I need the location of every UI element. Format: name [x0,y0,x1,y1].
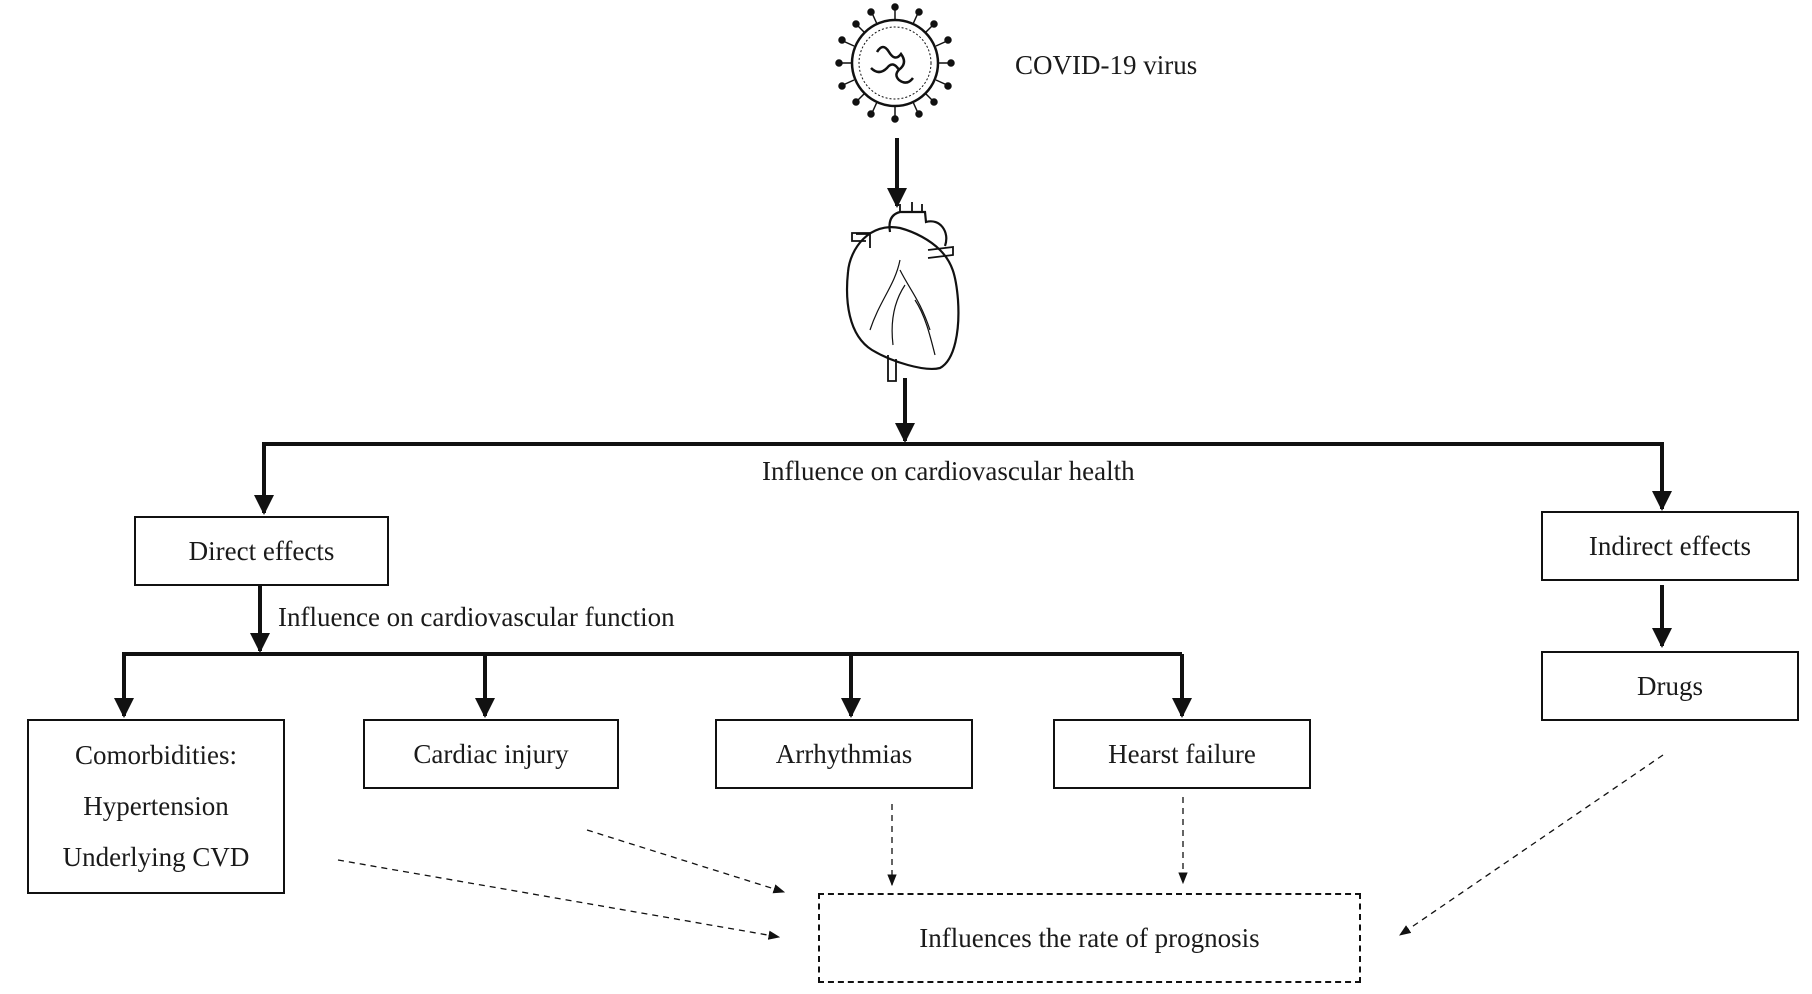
prognosis-label: Influences the rate of prognosis [919,922,1260,953]
indirect-effects-box: Indirect effects [1541,511,1799,581]
cardiac-injury-box: Cardiac injury [363,719,619,789]
arrhythmias-box: Arrhythmias [715,719,973,789]
virus-icon [835,3,955,123]
indirect-effects-label: Indirect effects [1588,530,1752,561]
direct-effects-box: Direct effects [134,516,389,586]
heart-failure-box: Hearst failure [1053,719,1311,789]
direct-effects-label: Direct effects [188,535,335,566]
influence-function-label: Influence on cardiovascular function [278,602,675,632]
drugs-box: Drugs [1541,651,1799,721]
heart-icon [845,202,960,382]
comorbidities-line: Comorbidities: [75,740,237,770]
prognosis-box: Influences the rate of prognosis [818,893,1361,983]
influence-health-label: Influence on cardiovascular health [762,456,1135,486]
arrhythmias-label: Arrhythmias [775,738,913,769]
heart-failure-label: Hearst failure [1108,738,1256,769]
comorbidities-line: Hypertension [83,791,229,821]
comorbidities-line: Underlying CVD [62,842,250,872]
dashed-arrows-to-prognosis [337,754,1664,940]
comorbidities-box: Comorbidities: Hypertension Underlying C… [27,719,285,894]
drugs-label: Drugs [1637,670,1703,701]
cardiac-injury-label: Cardiac injury [413,738,569,769]
virus-label: COVID-19 virus [1015,50,1198,80]
